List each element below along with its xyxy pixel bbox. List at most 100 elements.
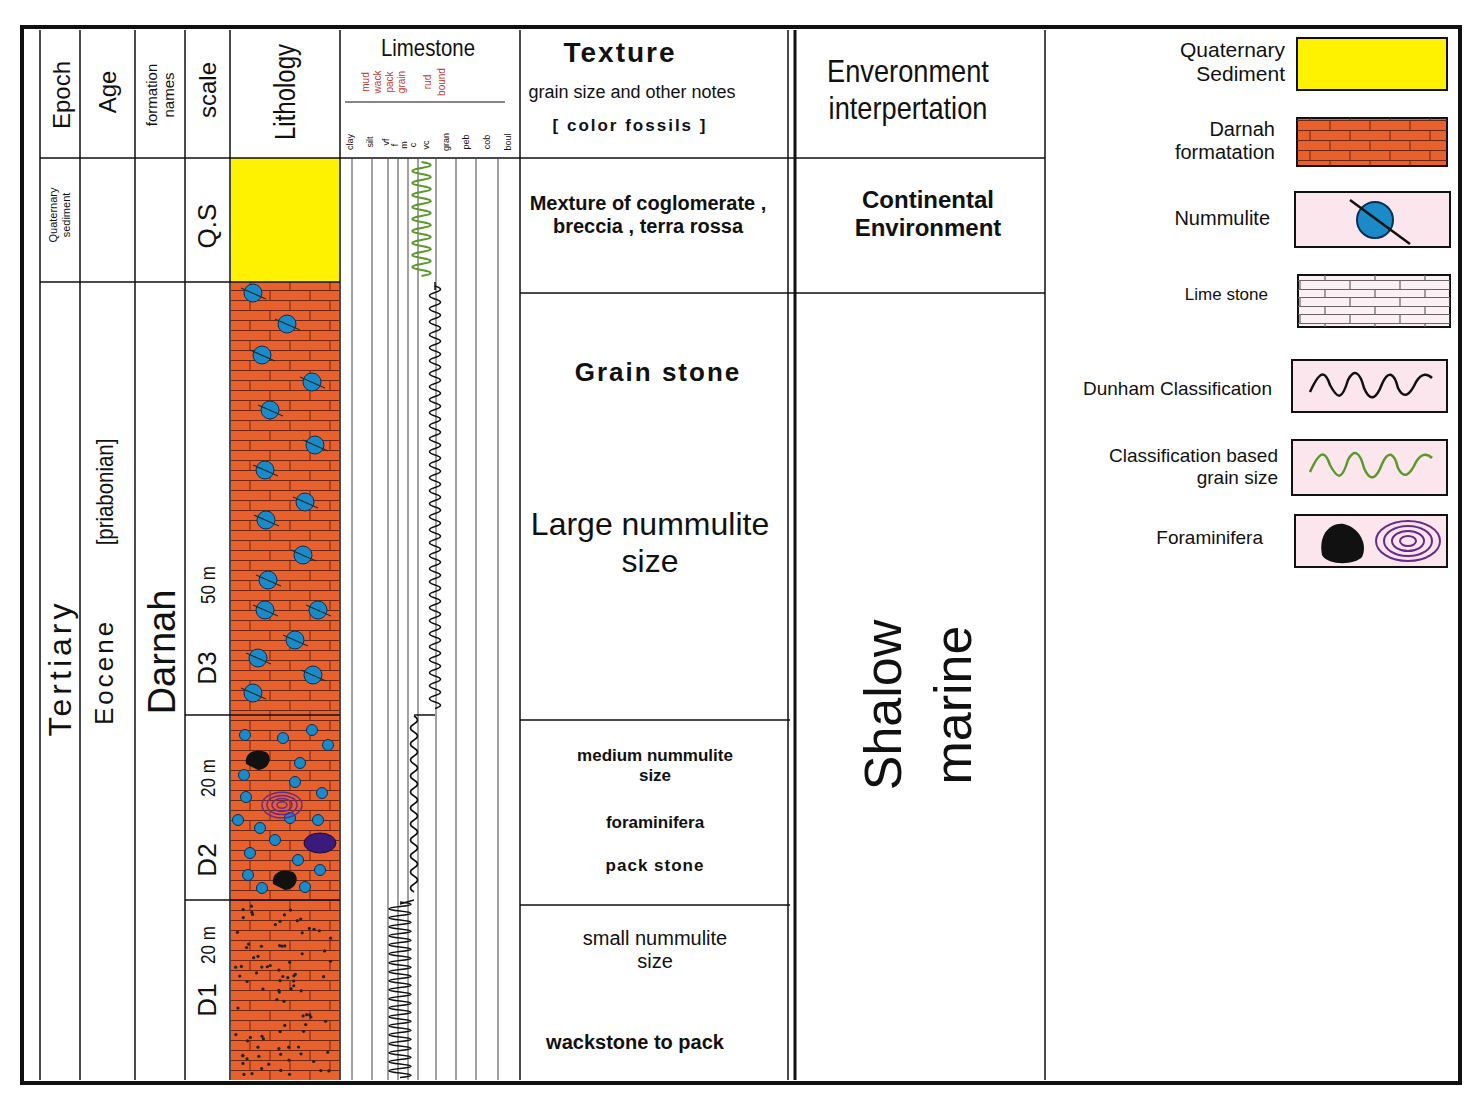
small-nummulite-dot: [289, 908, 292, 911]
small-nummulite-dot: [319, 1069, 322, 1072]
nummulite-line: [256, 575, 281, 586]
small-nummulite-dot: [236, 1006, 239, 1009]
column-label: D1: [193, 983, 223, 1016]
small-nummulite-dot: [302, 1030, 305, 1033]
column-label: clay: [345, 133, 355, 151]
small-nummulite-dot: [250, 911, 253, 914]
small-nummulite-dot: [304, 1023, 307, 1026]
small-nummulite-dot: [260, 965, 263, 968]
legend-text: Nummulite: [1090, 207, 1270, 230]
quaternary-fill: [231, 158, 339, 282]
column-label: Lithology: [268, 44, 303, 140]
legend-swatch: [1297, 118, 1447, 166]
column-label: Darnah: [141, 590, 185, 715]
nummulite-line: [1350, 200, 1410, 244]
small-nummulite-dot: [305, 1013, 308, 1016]
texture-curve: [389, 902, 411, 1078]
small-nummulite-dot: [289, 987, 292, 990]
small-nummulite-dot: [301, 1014, 304, 1017]
small-nummulite-dot: [281, 975, 284, 978]
column-label: Age: [94, 71, 122, 114]
nummulite-swatch: [1295, 192, 1450, 247]
small-nummulite-dot: [318, 929, 321, 932]
dunham-wave: [1310, 373, 1432, 397]
nummulite-line: [253, 465, 278, 476]
nummulite-small: [290, 777, 301, 788]
legend-text: Foraminifera: [1063, 527, 1263, 549]
nummulite-small: [278, 733, 289, 744]
nummulite-small: [240, 730, 251, 741]
column-label: Quaternary sediment: [47, 170, 72, 260]
foram-spiral: [262, 792, 302, 818]
small-nummulite-dot: [288, 1073, 291, 1076]
small-nummulite-dot: [236, 931, 239, 934]
nummulite-line: [241, 288, 266, 299]
column-label: D2: [193, 843, 223, 876]
nummulite-line: [254, 515, 279, 526]
small-nummulite-dot: [292, 984, 295, 987]
nummulite-small: [255, 823, 266, 834]
small-nummulite-dot: [288, 961, 291, 964]
column-label: c: [408, 142, 418, 149]
nummulite-line: [300, 377, 325, 388]
column-label: wackstone to pack: [515, 1031, 755, 1054]
nummulite-small: [317, 788, 328, 799]
small-nummulite-dot: [245, 980, 248, 983]
small-nummulite-dot: [247, 942, 250, 945]
small-nummulite-dot: [238, 974, 241, 977]
small-nummulite-dot: [256, 955, 259, 958]
column-label: scale: [194, 62, 222, 118]
nummulite-small: [257, 883, 268, 894]
small-nummulite-dot: [249, 1036, 252, 1039]
column-label: D3: [193, 651, 223, 684]
small-nummulite-dot: [312, 1060, 315, 1063]
column-label: small nummulite size: [570, 927, 740, 973]
nummulite-line: [301, 670, 326, 681]
small-nummulite-dot: [322, 975, 325, 978]
nummulite-small: [233, 815, 244, 826]
brick-pattern: [231, 282, 339, 1080]
small-nummulite-dot: [277, 1047, 280, 1050]
foram-blob: [246, 751, 270, 771]
small-nummulite-dot: [299, 917, 302, 920]
foram-blob: [1321, 524, 1364, 563]
foram-ellipse: [304, 833, 336, 853]
small-nummulite-dot: [266, 965, 269, 968]
small-nummulite-dot: [323, 949, 326, 952]
small-nummulite-dot: [250, 1072, 253, 1075]
small-nummulite-dot: [245, 1057, 248, 1060]
frame: [22, 27, 1460, 1083]
legend-text: Lime stone: [1088, 285, 1268, 305]
small-nummulite-dot: [234, 966, 237, 969]
column-label: 20 m: [197, 759, 220, 797]
column-label: bound: [436, 68, 448, 96]
column-label: Shalow marine: [848, 605, 988, 805]
small-nummulite-dot: [299, 1052, 302, 1055]
nummulite-small: [323, 740, 334, 751]
nummulite-small: [307, 725, 318, 736]
small-nummulite-dot: [269, 964, 272, 967]
small-nummulite-dot: [292, 979, 295, 982]
nummulite-small: [243, 870, 254, 881]
small-nummulite-dot: [250, 905, 253, 908]
small-nummulite-dot: [242, 908, 245, 911]
nummulite-line: [291, 550, 316, 561]
column-label: mud: [360, 72, 372, 91]
nummulite-small: [315, 865, 326, 876]
small-nummulite-dot: [260, 1067, 263, 1070]
small-nummulite-dot: [287, 1046, 290, 1049]
dunham-swatch: [1292, 360, 1447, 412]
small-nummulite-dot: [274, 923, 277, 926]
column-label: Epoch: [48, 61, 76, 129]
small-nummulite-dot: [297, 1045, 300, 1048]
grain-wave: [1310, 453, 1432, 477]
small-nummulite-dot: [329, 960, 332, 963]
legend-text: Darnah formatation: [1125, 118, 1275, 164]
small-nummulite-dot: [283, 1024, 286, 1027]
small-nummulite-dot: [278, 920, 281, 923]
small-nummulite-dot: [327, 1069, 330, 1072]
texture-curve: [412, 162, 431, 276]
nummulite-line: [258, 405, 283, 416]
nummulite-line: [303, 440, 328, 451]
foram-spiral: [1376, 521, 1440, 561]
